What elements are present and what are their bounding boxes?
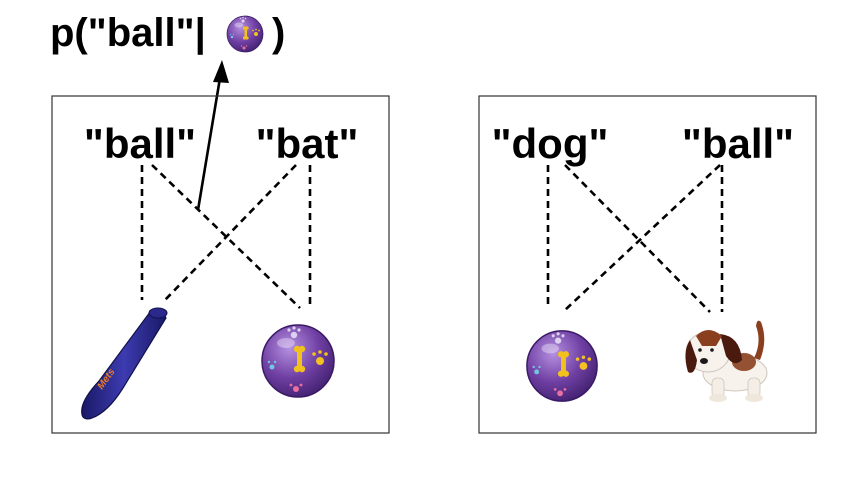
- scene-right-word-2: "ball": [682, 120, 794, 167]
- scene-left: "ball" "bat" Mets: [51, 95, 390, 434]
- ball-icon: [226, 15, 264, 53]
- scene-right-word-1: "dog": [492, 120, 609, 167]
- scene-left-alignment-lines: [140, 164, 312, 309]
- scene-left-frame: [51, 95, 390, 434]
- scene-left-word-2: "bat": [256, 120, 359, 167]
- ball-icon: [261, 324, 335, 398]
- scene-right-frame: [478, 95, 817, 434]
- formula-prefix: p("ball"|: [50, 11, 206, 55]
- ball-icon: [526, 330, 598, 402]
- bat-icon: Mets: [81, 307, 168, 420]
- probability-arrow: [196, 60, 229, 211]
- scene-right-alignment-lines: [546, 164, 724, 313]
- formula: p("ball"| ): [50, 11, 285, 55]
- formula-suffix: ): [272, 11, 285, 55]
- dog-icon: [685, 320, 768, 402]
- scene-right: "dog" "ball": [478, 95, 817, 434]
- scene-left-word-1: "ball": [84, 120, 196, 167]
